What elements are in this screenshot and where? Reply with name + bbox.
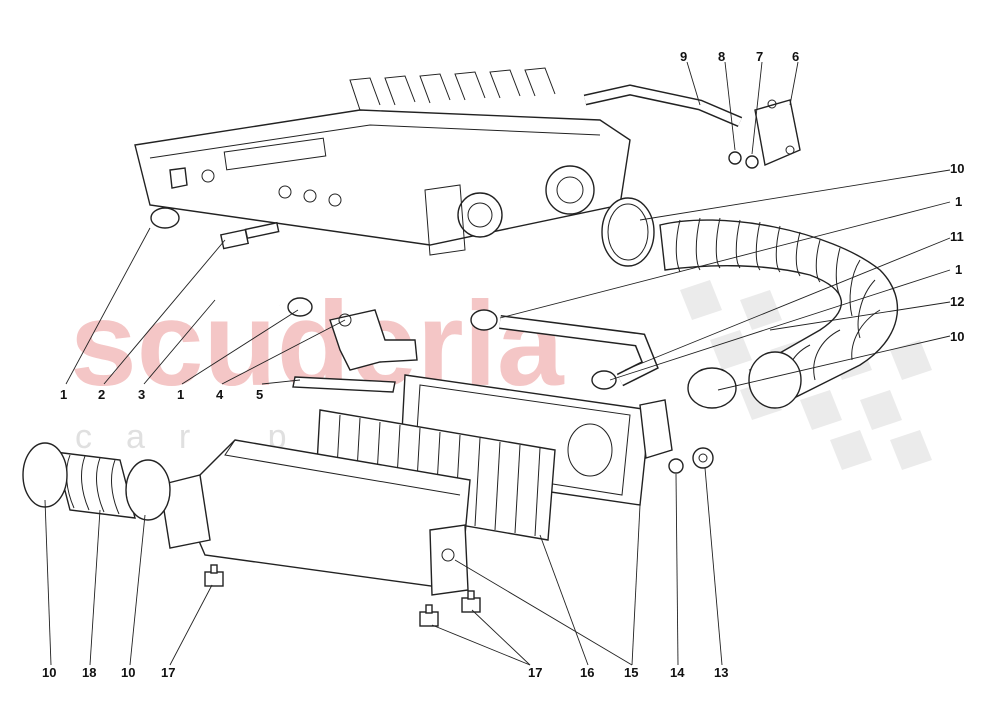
callout-c9: 7 xyxy=(756,49,763,64)
washer-7 xyxy=(745,155,759,169)
callout-c23: 15 xyxy=(624,665,638,680)
valve-6 xyxy=(754,99,801,166)
callout-c15: 12 xyxy=(950,294,964,309)
callout-c18: 18 xyxy=(82,665,96,680)
callout-c6: 5 xyxy=(256,387,263,402)
washer-8 xyxy=(728,151,742,165)
gasket-5 xyxy=(292,376,396,393)
breather-hose-9 xyxy=(583,84,743,128)
callout-c25: 13 xyxy=(714,665,728,680)
rubber-mount-17 xyxy=(204,564,481,627)
callout-c10: 6 xyxy=(792,49,799,64)
sensor-2 xyxy=(219,221,280,250)
clamp-10-middle xyxy=(125,459,171,521)
callout-c7: 9 xyxy=(680,49,687,64)
corrugated-duct-12 xyxy=(659,217,899,409)
callout-c8: 8 xyxy=(718,49,725,64)
callout-c16: 10 xyxy=(950,329,964,344)
hose-11 xyxy=(470,309,659,390)
clamp-10-right xyxy=(687,367,737,409)
callout-c17: 10 xyxy=(42,665,56,680)
callout-c24: 14 xyxy=(670,665,685,680)
callout-c12: 1 xyxy=(955,194,962,209)
callout-c19: 10 xyxy=(121,665,135,680)
callout-c1: 1 xyxy=(60,387,67,402)
callout-c11: 10 xyxy=(950,161,964,176)
bolt-13 xyxy=(692,447,714,469)
callout-c5: 4 xyxy=(216,387,224,402)
callout-c20: 17 xyxy=(161,665,175,680)
air-box xyxy=(159,439,471,596)
valve-4 xyxy=(329,309,418,371)
callout-c21: 17 xyxy=(528,665,542,680)
clamp-10-top xyxy=(601,197,655,267)
callout-c3: 3 xyxy=(138,387,145,402)
intake-manifold xyxy=(134,67,631,256)
callout-c4: 1 xyxy=(177,387,184,402)
leader-lines xyxy=(44,61,951,666)
callout-c13: 11 xyxy=(950,229,964,244)
callout-c14: 1 xyxy=(955,262,962,277)
intake-tube-18 xyxy=(54,451,136,519)
callout-c2: 2 xyxy=(98,387,105,402)
clamp-10-left xyxy=(22,442,68,508)
callout-c22: 16 xyxy=(580,665,594,680)
callout-labels: 1 2 3 1 4 5 9 8 7 6 10 1 11 1 12 10 10 1… xyxy=(42,49,964,680)
washer-14 xyxy=(668,458,684,474)
